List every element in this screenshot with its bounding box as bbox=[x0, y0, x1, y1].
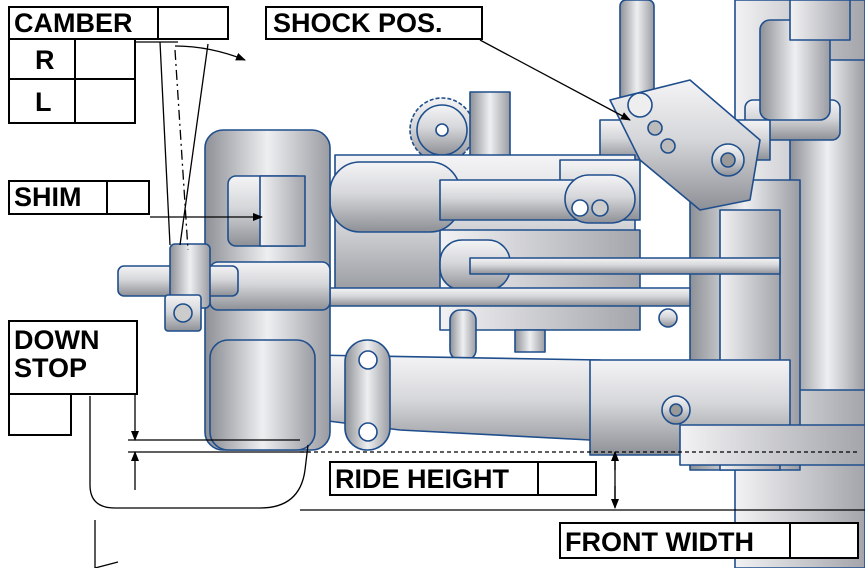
camber-right-value-box[interactable] bbox=[74, 38, 136, 80]
hub-carrier bbox=[204, 129, 331, 451]
shim-label: SHIM bbox=[8, 180, 108, 215]
front-width-label: FRONT WIDTH bbox=[559, 522, 791, 559]
camber-value-box[interactable] bbox=[157, 6, 229, 40]
down-stop-label-line2: STOP bbox=[14, 353, 88, 383]
ride-height-value-box[interactable] bbox=[537, 461, 597, 496]
down-stop-value-box[interactable] bbox=[8, 393, 72, 436]
shock-tower bbox=[609, 0, 851, 211]
camber-left-value-box[interactable] bbox=[74, 78, 136, 124]
ride-height-label: RIDE HEIGHT bbox=[329, 461, 539, 496]
camber-right-label: R bbox=[35, 45, 55, 75]
camber-label: CAMBER bbox=[8, 6, 159, 40]
steering-gear bbox=[409, 91, 511, 163]
camber-left-label: L bbox=[35, 87, 52, 117]
down-stop-label-line1: DOWN bbox=[14, 325, 100, 355]
steering-link bbox=[439, 239, 781, 328]
camber-right-label-box bbox=[8, 38, 76, 80]
down-stop-label: DOWN STOP bbox=[8, 320, 138, 395]
front-width-value-box[interactable] bbox=[789, 522, 859, 559]
upper-arm bbox=[329, 161, 636, 233]
shim-value-box[interactable] bbox=[106, 180, 150, 215]
shock-position-label: SHOCK POS. bbox=[265, 6, 483, 40]
shock-mount bbox=[344, 339, 391, 451]
camber-left-label-box bbox=[8, 78, 76, 124]
tie-rod bbox=[299, 287, 691, 361]
lower-arm bbox=[309, 354, 865, 466]
axle bbox=[117, 243, 239, 332]
